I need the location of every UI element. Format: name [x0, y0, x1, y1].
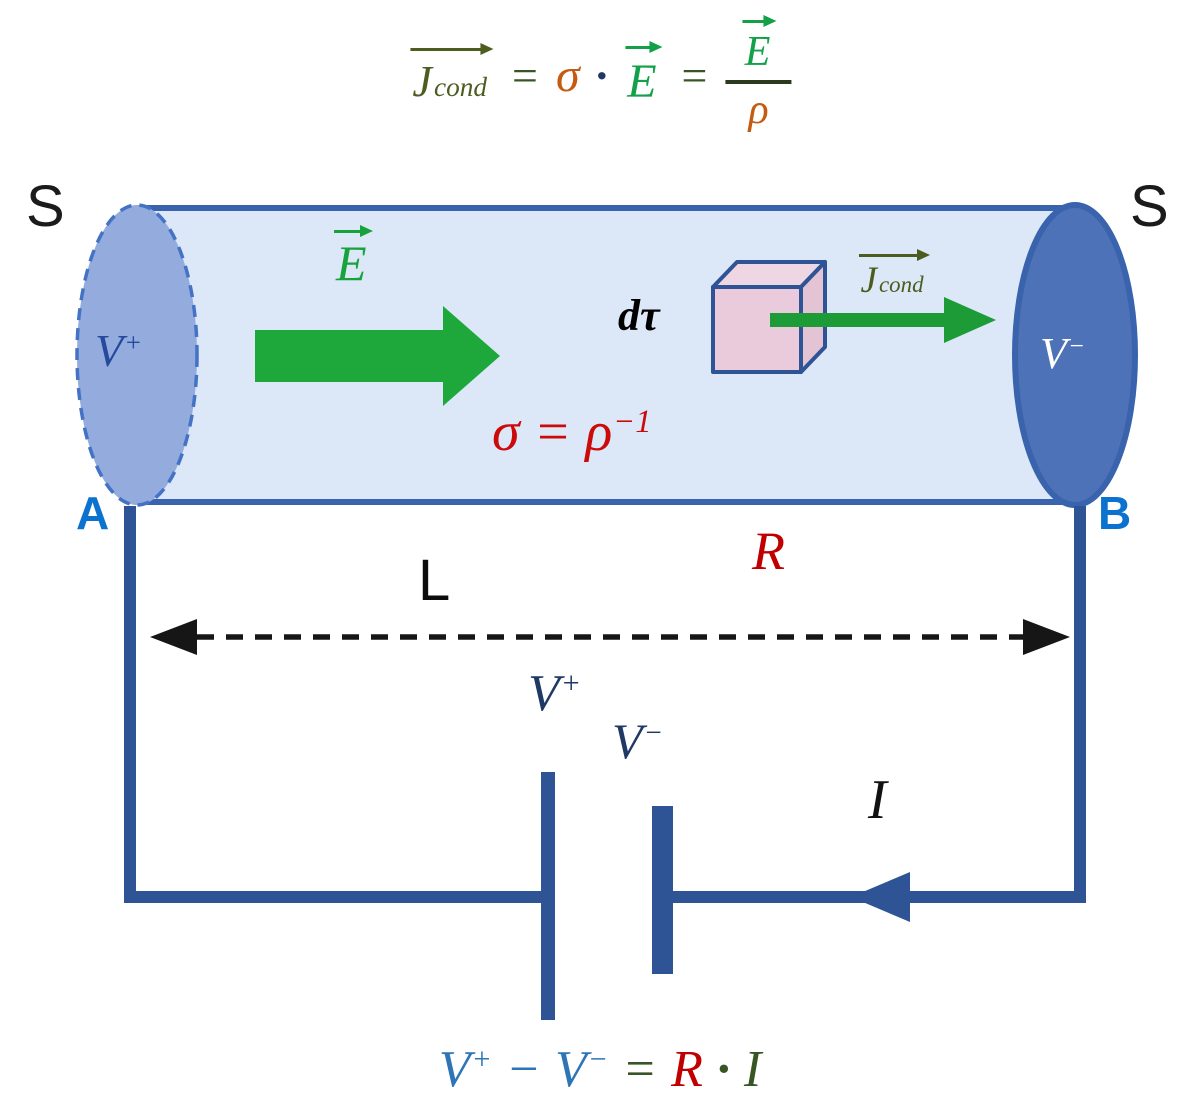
formula-v-minus-sup: − [587, 1042, 609, 1077]
batt-v-plus-base: V [528, 665, 560, 722]
v-plus-sup: + [124, 327, 143, 358]
wire-right [673, 506, 1086, 903]
v-plus-base: V [95, 325, 124, 376]
batt-v-minus-base: V [612, 713, 643, 769]
d-tau-label: dτ [618, 291, 660, 340]
v-minus-sup: − [1067, 330, 1086, 360]
sigma-symbol: σ [556, 48, 580, 102]
battery-v-plus-label: V+ [528, 668, 581, 720]
dot-operator: · [595, 49, 608, 101]
formula-i: I [743, 1041, 762, 1098]
equals-sign: = [622, 1041, 658, 1098]
current-label: I [868, 769, 887, 831]
equals-sign: = [678, 49, 710, 101]
minus-operator: − [505, 1041, 541, 1098]
formula-v-minus-base: V [554, 1041, 587, 1098]
current-arrowhead [851, 872, 910, 922]
formula-v-plus-sup: + [471, 1042, 492, 1077]
sigma-eq-exponent: −1 [613, 404, 652, 441]
resistance-label: R [752, 521, 785, 581]
terminal-b-label: B [1098, 487, 1132, 539]
jcond-vector-term: Jcond [408, 42, 493, 107]
fraction-numerator: E [741, 15, 777, 76]
e-over-rho-fraction: E ρ [725, 15, 792, 134]
fraction-denominator: ρ [748, 87, 769, 133]
battery-v-minus-label: V− [612, 716, 663, 766]
battery-plate-positive [541, 772, 555, 1020]
e-field-label: E [332, 225, 373, 288]
j-cond-main: J [860, 260, 877, 301]
jcond-subscript: cond [433, 71, 487, 102]
sigma-eq-base: σ = ρ [492, 401, 613, 463]
e-vector-term: E [623, 40, 663, 109]
surface-label-left: S [26, 174, 65, 239]
cylinder-right-cap [1012, 202, 1138, 508]
surface-label-right: S [1130, 174, 1169, 239]
dot-operator: · [716, 1041, 730, 1098]
cylinder-left-cap [75, 203, 199, 507]
formula-r: R [671, 1041, 703, 1098]
e-field-arrow [255, 306, 500, 406]
v-minus-base: V [1040, 329, 1067, 378]
j-cond-label: Jcond [857, 249, 930, 301]
wire-left [124, 506, 541, 903]
equals-sign: = [508, 49, 541, 101]
j-cond-arrow [770, 297, 996, 343]
top-formula: Jcond = σ · E = E ρ [408, 15, 792, 134]
bottom-formula: V+ − V− = R · I [439, 1040, 762, 1099]
batt-v-plus-sup: + [560, 666, 582, 701]
formula-v-minus: V− [555, 1040, 608, 1099]
length-arrow [150, 619, 1070, 655]
v-plus-cap-label: V+ [95, 328, 142, 374]
sigma-equals-rho-label: σ = ρ−1 [492, 404, 651, 460]
batt-v-minus-sup: − [643, 717, 664, 750]
v-minus-cap-label: V− [1040, 332, 1085, 376]
jcond-main: J [412, 56, 432, 106]
terminal-a-label: A [76, 487, 110, 539]
battery-plate-negative [652, 806, 673, 974]
j-cond-subscript: cond [878, 272, 924, 297]
formula-v-plus-base: V [438, 1041, 471, 1098]
length-label: L [418, 548, 451, 613]
fraction-bar [725, 80, 792, 84]
formula-v-plus: V+ [439, 1040, 492, 1099]
